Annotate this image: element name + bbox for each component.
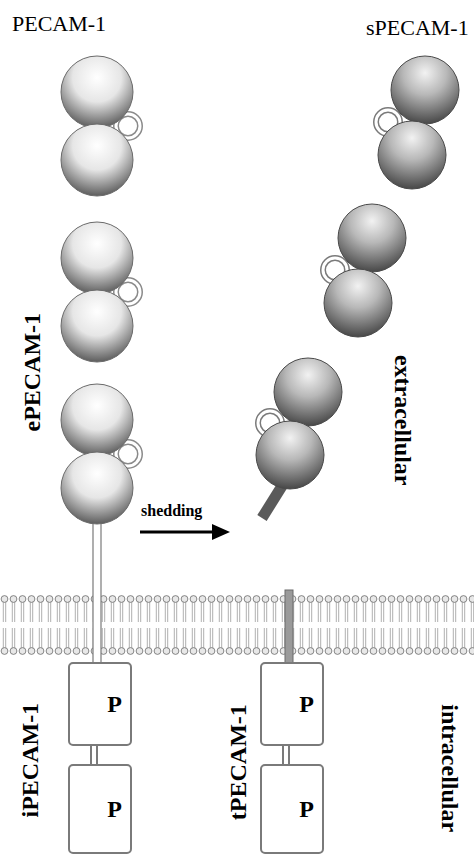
domain-linker — [90, 746, 98, 764]
ig-domains — [61, 56, 133, 524]
phospho-site: P — [299, 691, 314, 718]
cytoplasmic-domain: P — [68, 764, 132, 854]
phospho-site: P — [107, 691, 122, 718]
shedding-arrowhead — [212, 524, 230, 540]
lipid-bilayer — [0, 595, 474, 655]
phospho-site: P — [299, 796, 314, 823]
cytoplasmic-domain: P — [260, 662, 324, 746]
phospho-site: P — [107, 796, 122, 823]
protein-label: PECAM-1 — [12, 12, 106, 36]
domain-linker — [282, 746, 290, 764]
shed-ig-domains — [256, 56, 459, 489]
region-label: extracellular — [389, 355, 415, 486]
process-label: shedding — [141, 502, 202, 520]
cytoplasmic-domain: P — [68, 662, 132, 746]
domain-label: iPECAM-1 — [17, 703, 43, 818]
region-label: intracellular — [437, 704, 463, 832]
shedding-arrow — [140, 531, 215, 534]
protein-label: sPECAM-1 — [366, 16, 469, 40]
transmembrane-stem — [93, 520, 101, 663]
domain-linker-core — [92, 746, 96, 764]
domain-label: tPECAM-1 — [225, 704, 251, 820]
domain-linker-core — [284, 746, 288, 764]
cytoplasmic-domain: P — [260, 764, 324, 854]
domain-label: ePECAM-1 — [19, 313, 45, 432]
transmembrane-stub — [285, 590, 293, 663]
